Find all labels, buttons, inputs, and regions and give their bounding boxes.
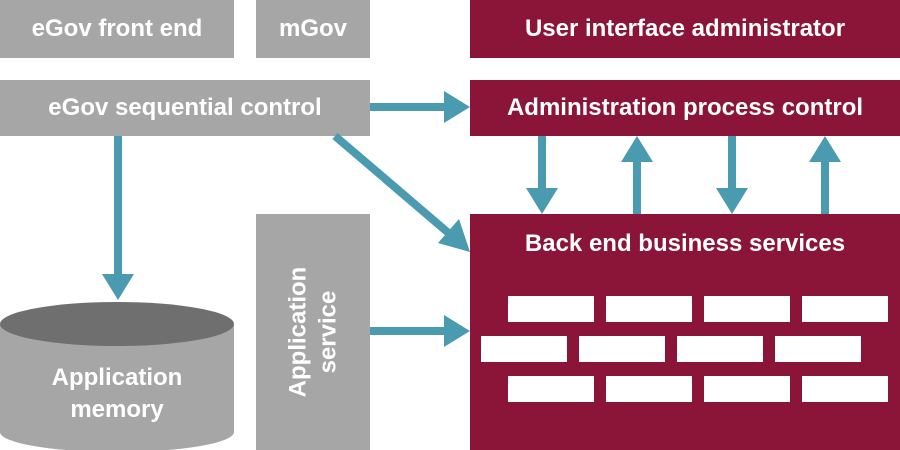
brick bbox=[677, 336, 763, 362]
brick bbox=[802, 296, 888, 322]
arrow-backend-to-admin-2-head bbox=[809, 136, 841, 162]
application-service-label: Application service bbox=[284, 266, 342, 398]
application-memory-label: Application memory bbox=[0, 362, 234, 426]
arrow-seq-to-backend-head bbox=[438, 219, 470, 252]
arrow-admin-to-backend-1-head bbox=[526, 188, 558, 214]
mgov-box: mGov bbox=[256, 0, 370, 58]
brick bbox=[802, 376, 888, 402]
arrow-admin-to-backend-1 bbox=[538, 136, 546, 190]
arrow-admin-to-backend-2-head bbox=[716, 188, 748, 214]
arrow-appservice-to-backend bbox=[370, 327, 446, 335]
ui-administrator-label: User interface administrator bbox=[524, 15, 846, 42]
arrow-appservice-to-backend-head bbox=[444, 315, 470, 347]
sequential-control-box: eGov sequential control bbox=[0, 80, 370, 136]
brick bbox=[606, 376, 692, 402]
brick bbox=[481, 336, 567, 362]
application-service-box: Application service bbox=[256, 214, 370, 450]
brick bbox=[579, 336, 665, 362]
cylinder-top bbox=[0, 302, 234, 346]
egov-front-end-label: eGov front end bbox=[31, 15, 203, 42]
arrow-admin-to-backend-2 bbox=[728, 136, 736, 190]
sequential-control-label: eGov sequential control bbox=[48, 94, 322, 121]
brick bbox=[704, 376, 790, 402]
back-end-services-box: Back end business services bbox=[470, 214, 900, 450]
mgov-label: mGov bbox=[278, 15, 347, 42]
arrow-seq-to-memory bbox=[114, 136, 122, 276]
arrow-backend-to-admin-1-head bbox=[621, 136, 653, 162]
memory-label-line1: Application bbox=[51, 364, 183, 391]
admin-process-control-label: Administration process control bbox=[506, 94, 864, 121]
arrow-backend-to-admin-1 bbox=[633, 160, 641, 214]
back-end-services-label: Back end business services bbox=[524, 230, 846, 257]
ui-administrator-box: User interface administrator bbox=[470, 0, 900, 58]
brick bbox=[704, 296, 790, 322]
egov-front-end-box: eGov front end bbox=[0, 0, 234, 58]
arrow-seq-to-admin-head bbox=[444, 91, 470, 123]
brick bbox=[508, 296, 594, 322]
arrow-seq-to-admin bbox=[370, 103, 446, 111]
brick bbox=[508, 376, 594, 402]
admin-process-control-box: Administration process control bbox=[470, 80, 900, 136]
brick bbox=[775, 336, 861, 362]
arrow-seq-to-memory-head bbox=[102, 274, 134, 300]
brick bbox=[606, 296, 692, 322]
memory-label-line2: memory bbox=[70, 396, 164, 423]
arrow-backend-to-admin-2 bbox=[821, 160, 829, 214]
